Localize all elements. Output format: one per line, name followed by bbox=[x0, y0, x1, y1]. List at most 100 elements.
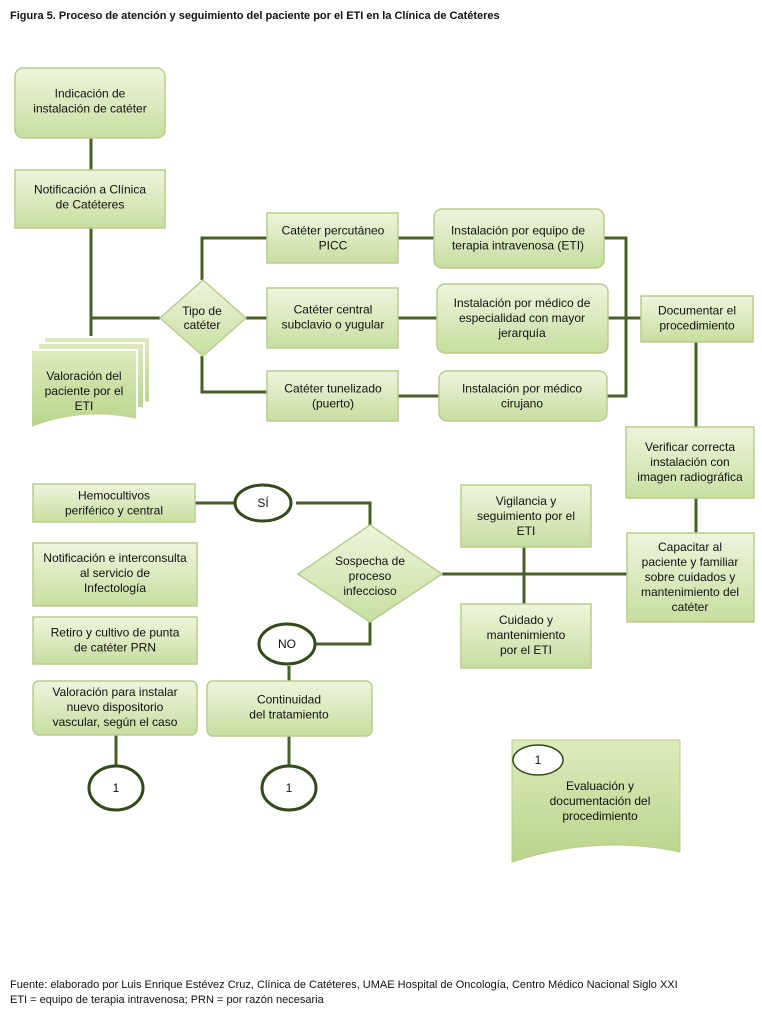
node-verificar bbox=[625, 426, 755, 499]
node-cuidado bbox=[460, 603, 592, 669]
label-line: del tratamiento bbox=[249, 708, 329, 722]
label-line: cirujano bbox=[501, 397, 543, 411]
label-con1-a: 1 bbox=[113, 781, 120, 795]
label-line: procedimiento bbox=[659, 319, 735, 333]
label-line: PICC bbox=[319, 239, 348, 253]
label-line: especialidad con mayor bbox=[459, 311, 585, 325]
label-line: terapia intravenosa (ETI) bbox=[452, 239, 584, 253]
label-line: Sospecha de bbox=[335, 554, 405, 568]
node-notificacion bbox=[14, 169, 166, 229]
label-line: 1 bbox=[113, 781, 120, 795]
label-line: Cuidado y bbox=[499, 613, 553, 627]
label-line: NO bbox=[278, 637, 296, 651]
label-line: Capacitar al bbox=[658, 540, 722, 554]
label-line: procedimiento bbox=[562, 809, 638, 823]
connectors bbox=[89, 138, 698, 766]
node-con1-b bbox=[260, 764, 318, 812]
label-line: documentación del bbox=[550, 794, 651, 808]
label-line: mantenimiento del bbox=[641, 585, 739, 599]
label-line: paciente y familiar bbox=[642, 555, 739, 569]
label-line: catéter bbox=[672, 600, 709, 614]
label-line: mantenimiento bbox=[487, 628, 566, 642]
label-line: Verificar correcta bbox=[645, 440, 735, 454]
node-valoracion-nuevo bbox=[32, 680, 198, 736]
label-line: periférico y central bbox=[65, 504, 163, 518]
label-line: Vigilancia y bbox=[496, 494, 556, 508]
label-line: Instalación por equipo de bbox=[451, 224, 585, 238]
node-retiro bbox=[32, 616, 198, 665]
label-line: Catéter tunelizado bbox=[284, 382, 382, 396]
label-con1-b: 1 bbox=[286, 781, 293, 795]
node-hemocultivos bbox=[32, 483, 196, 523]
label-line: SÍ bbox=[257, 495, 269, 510]
node-vigilancia bbox=[460, 484, 592, 548]
label-line: sobre cuidados y bbox=[645, 570, 736, 584]
node-picc bbox=[266, 212, 399, 264]
node-si bbox=[233, 483, 293, 523]
node-con1-c bbox=[512, 744, 564, 776]
node-inst-eti bbox=[433, 208, 605, 269]
label-line: ETI bbox=[75, 399, 94, 413]
label-line: Evaluación y bbox=[566, 779, 634, 793]
node-documentar bbox=[640, 295, 754, 343]
node-con1-a bbox=[87, 764, 145, 812]
label-line: instalación de catéter bbox=[33, 102, 146, 116]
label-line: Catéter percutáneo bbox=[282, 224, 385, 238]
label-line: Hemocultivos bbox=[78, 489, 150, 503]
label-si: SÍ bbox=[257, 495, 269, 510]
label-line: Valoración para instalar bbox=[52, 685, 177, 699]
connectors-circles bbox=[87, 744, 564, 812]
label-line: instalación con bbox=[650, 455, 729, 469]
node-central bbox=[266, 287, 399, 349]
node-tunelizado bbox=[266, 370, 399, 422]
node-indicacion bbox=[14, 67, 166, 139]
label-line: Retiro y cultivo de punta bbox=[51, 626, 180, 640]
label-line: 1 bbox=[535, 753, 542, 767]
label-line: jerarquía bbox=[497, 326, 546, 340]
label-tunelizado: Catéter tunelizado(puerto) bbox=[284, 382, 382, 411]
label-no: NO bbox=[278, 637, 296, 651]
label-line: Infectología bbox=[84, 581, 146, 595]
node-infectologia bbox=[32, 542, 198, 607]
node-inst-cirujano bbox=[438, 370, 608, 422]
node-inst-medico bbox=[436, 283, 609, 354]
node-tipo bbox=[158, 278, 248, 358]
label-line: proceso bbox=[349, 569, 392, 583]
node-continuidad bbox=[206, 680, 373, 737]
label-line: infeccioso bbox=[343, 584, 397, 598]
label-line: Notificación a Clínica bbox=[34, 183, 146, 197]
label-line: Continuidad bbox=[257, 693, 321, 707]
label-con1-c: 1 bbox=[535, 753, 542, 767]
label-line: Valoración del bbox=[46, 369, 121, 383]
figure-title: Figura 5. Proceso de atención y seguimie… bbox=[10, 10, 500, 22]
label-line: nuevo dispositorio bbox=[67, 700, 164, 714]
label-line: imagen radiográfica bbox=[637, 470, 743, 484]
label-line: subclavio o yugular bbox=[282, 318, 385, 332]
label-line: Tipo de bbox=[182, 304, 222, 318]
process-boxes bbox=[14, 67, 755, 737]
label-line: seguimiento por el bbox=[477, 509, 575, 523]
label-line: Documentar el bbox=[658, 304, 736, 318]
label-line: vascular, según el caso bbox=[53, 715, 178, 729]
label-line: Instalación por médico de bbox=[454, 296, 591, 310]
decision-labels bbox=[233, 483, 317, 666]
